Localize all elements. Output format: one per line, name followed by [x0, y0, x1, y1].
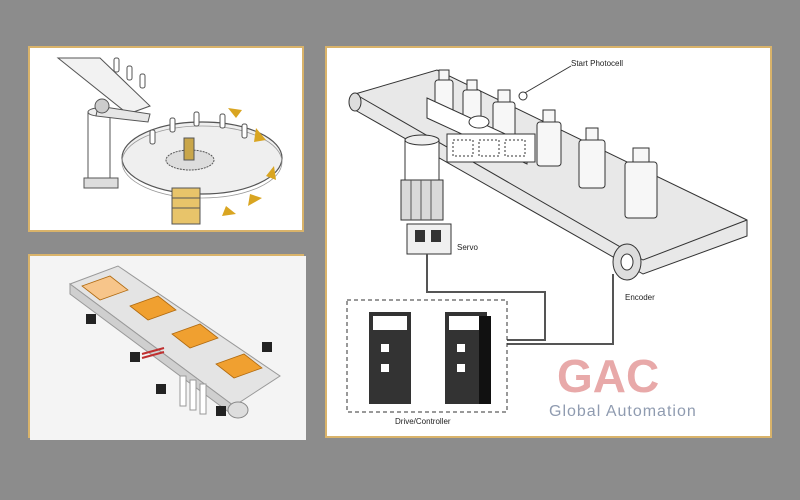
rotary-table-illustration: [56, 57, 283, 225]
encoder-label: Encoder: [625, 293, 655, 302]
rotary-table-panel: [28, 46, 304, 232]
box-conveyor-panel: [28, 254, 306, 440]
watermark-tagline: Global Automation: [549, 403, 697, 420]
labeling-system-panel: Start Photocell Servo Encoder Drive/Cont…: [325, 46, 772, 438]
gac-watermark-logo: GAC Global Automation: [549, 350, 697, 420]
labeling-system-diagram: Start Photocell Servo Encoder Drive/Cont…: [346, 59, 748, 426]
box-conveyor-illustration: [30, 256, 306, 440]
watermark-letters: GAC: [557, 350, 659, 402]
drive-controller-label: Drive/Controller: [395, 417, 451, 426]
start-photocell-label: Start Photocell: [571, 59, 623, 68]
servo-label: Servo: [457, 243, 478, 252]
